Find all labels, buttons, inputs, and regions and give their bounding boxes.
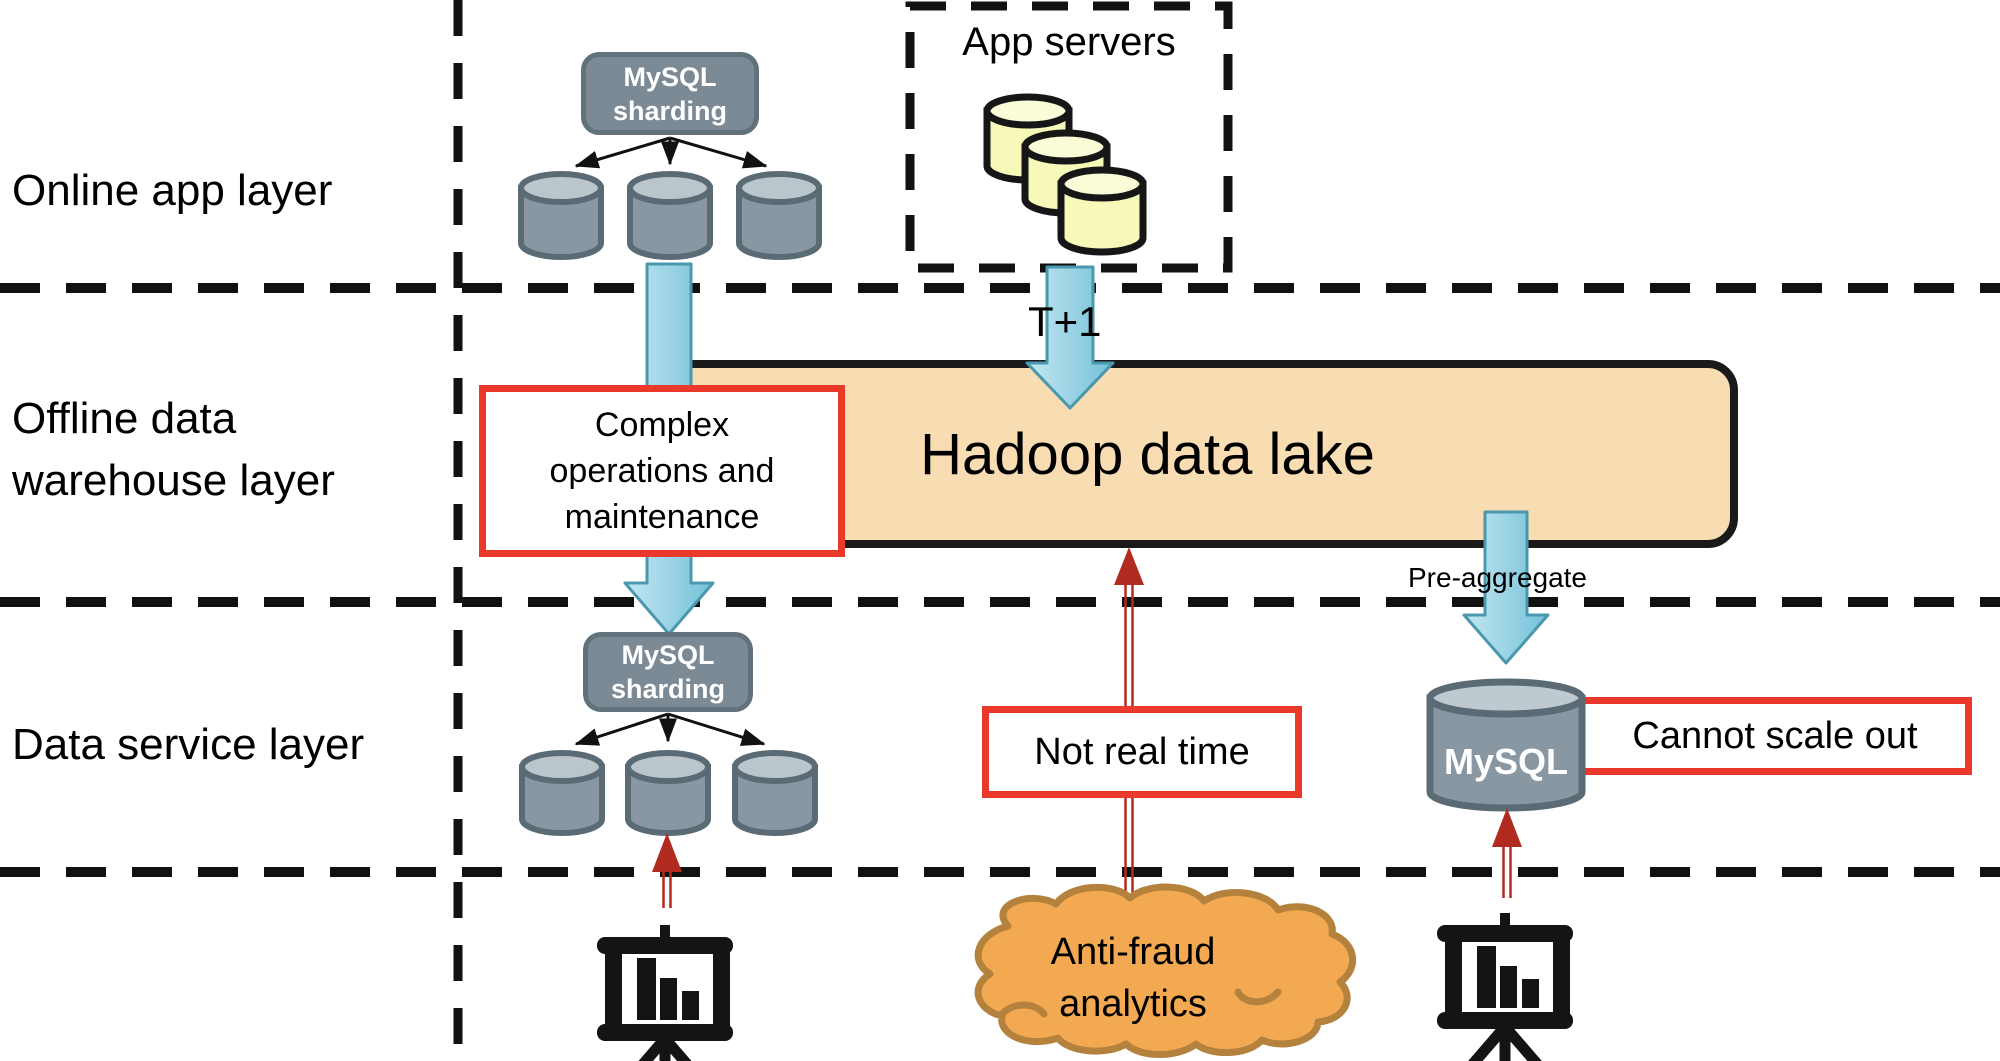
flow-arrow-pre-aggregate (1462, 510, 1550, 665)
easel-leg (661, 1035, 692, 1061)
cloud-curl (998, 1001, 1048, 1018)
t-plus-1-label: T+1 (1028, 298, 1102, 345)
bar-chart-bar (660, 978, 677, 1020)
database-cylinder-icon (627, 185, 713, 260)
database-cylinder-top (736, 171, 822, 205)
bar-chart-bar (1477, 946, 1496, 1008)
database-cylinder-top (627, 171, 713, 205)
mysql-db-cylinder (1426, 678, 1586, 812)
cannot-scale-out-callout: Cannot scale out (1578, 697, 1972, 775)
server-cylinder-top (983, 93, 1073, 129)
shard-arrow (574, 712, 669, 746)
flow-arrow-t1 (1025, 265, 1115, 410)
easel-bottom-bar (1437, 1012, 1573, 1029)
bar-chart-bar (682, 991, 699, 1020)
easel-leg (638, 1035, 669, 1061)
easel-left-post (605, 950, 622, 1036)
database-cylinder-icon (1426, 694, 1586, 812)
database-cylinder-icon (732, 764, 818, 836)
easel-top-stub (1500, 913, 1510, 929)
online-db-cylinders (518, 171, 822, 260)
shard-arrow (667, 712, 766, 746)
mysql-db-label: MySQL (1443, 741, 1568, 782)
hadoop-data-lake-label: Hadoop data lake (920, 421, 1375, 487)
online-shard-arrows (574, 136, 768, 169)
cloud-shape (974, 883, 1357, 1058)
database-cylinder-icon (736, 185, 822, 260)
shard-arrow (669, 136, 768, 169)
server-cylinder-top (1021, 129, 1111, 165)
bar-chart-bar (637, 958, 656, 1020)
mysql-sharding-node-online: MySQL sharding (581, 52, 759, 135)
bar-chart-bar (1500, 966, 1517, 1008)
easel-top-bar (1437, 925, 1573, 942)
server-cylinder-icon (1057, 180, 1147, 256)
cannot-scale-out-text: Cannot scale out (1632, 714, 1918, 757)
server-cylinder-top (1057, 166, 1147, 202)
pre-aggregate-label: Pre-aggregate (1408, 562, 1588, 593)
database-cylinder-top (1426, 678, 1586, 718)
easel-leg (1468, 1023, 1509, 1061)
database-cylinder-top (732, 750, 818, 784)
mysql-sharding-node-service: MySQL sharding (583, 632, 753, 712)
easel-bottom-bar (597, 1024, 733, 1041)
database-cylinder-top (625, 750, 711, 784)
layer-label-service: Data service layer (12, 720, 365, 769)
easel-left-post (1445, 938, 1462, 1024)
issue-arrow-right-head (1492, 808, 1522, 847)
easel-right-post (1553, 938, 1570, 1024)
issue-arrow-left-head (652, 833, 682, 872)
antifraud-analytics-label: Anti-fraud analytics (1050, 931, 1216, 1025)
easel-top-stub (660, 925, 670, 941)
bar-chart-bar (1522, 979, 1539, 1008)
app-server-cylinders (983, 93, 1147, 256)
easel-leg (1501, 1023, 1542, 1061)
app-servers-label: App servers (962, 20, 1176, 64)
database-cylinder-top (519, 750, 605, 784)
not-real-time-callout: Not real time (982, 706, 1302, 798)
issue-arrow-middle-head (1114, 547, 1144, 585)
report-easel-icon-right (1437, 913, 1573, 1061)
antifraud-cloud (974, 883, 1357, 1058)
easel-right-post (713, 950, 730, 1036)
service-shard-arrows (574, 712, 766, 746)
database-cylinder-icon (625, 764, 711, 836)
report-easel-icon-left (597, 925, 733, 1061)
layer-label-online: Online app layer (12, 166, 333, 215)
database-cylinder-icon (518, 185, 604, 260)
database-cylinder-icon (519, 764, 605, 836)
shard-arrow (574, 136, 671, 169)
cloud-curl (1234, 988, 1282, 1006)
layer-label-offline: Offline data warehouse layer (12, 394, 335, 505)
complex-operations-callout: Complex operations and maintenance (479, 385, 845, 557)
database-cylinder-top (518, 171, 604, 205)
easel-top-bar (597, 937, 733, 954)
service-db-cylinders (519, 750, 818, 836)
